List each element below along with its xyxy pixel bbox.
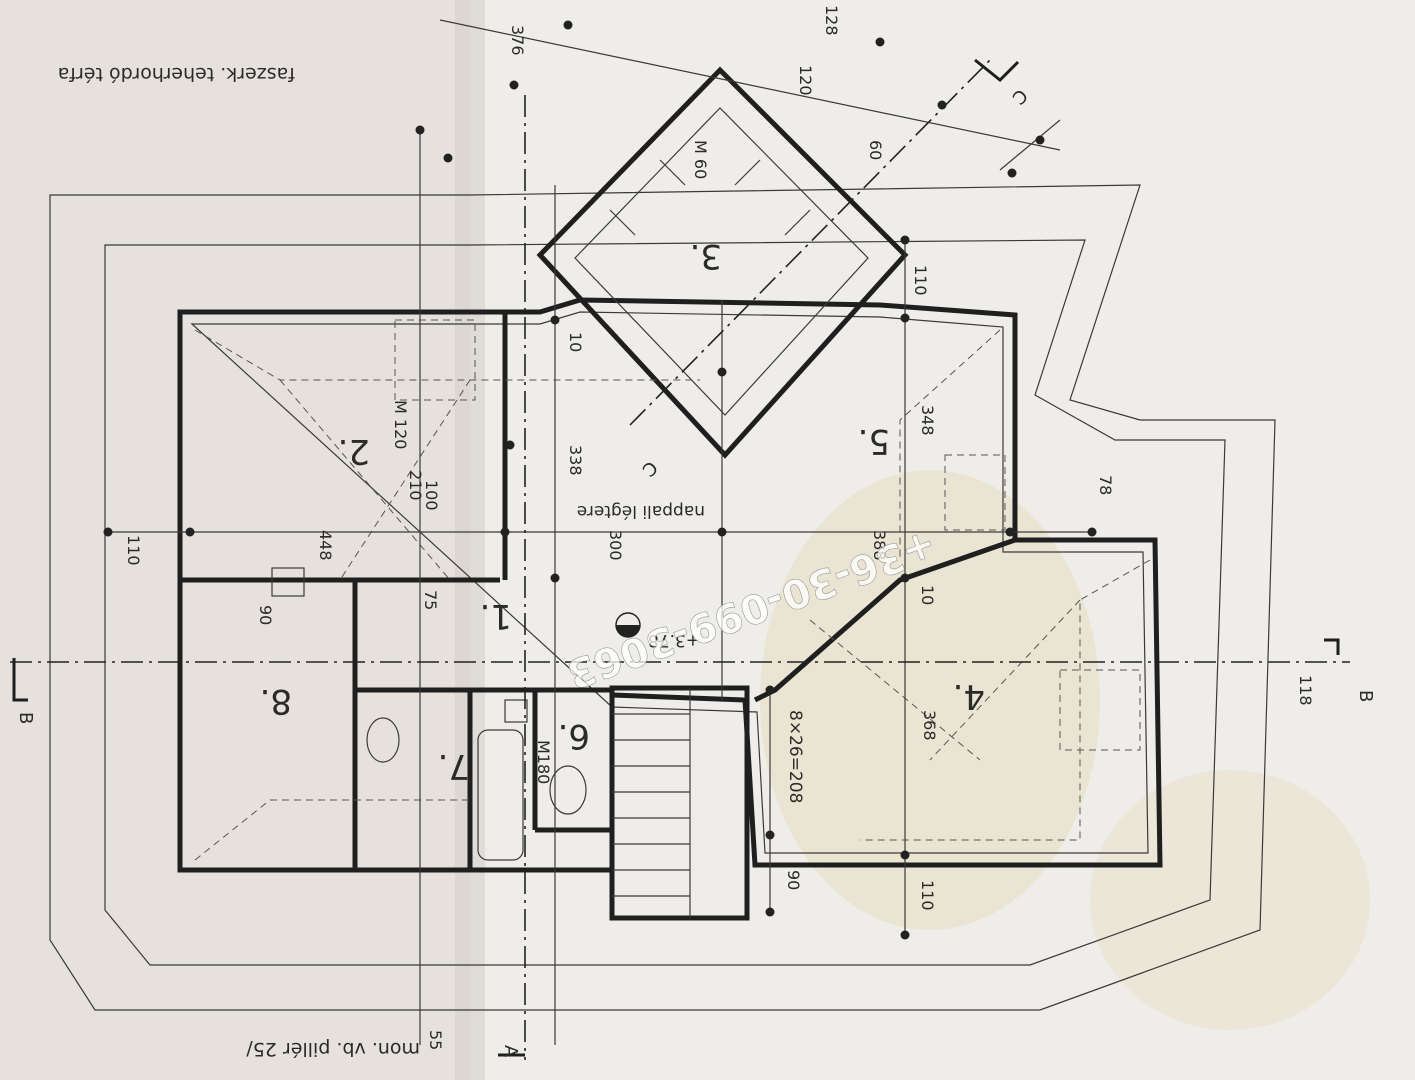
dim-60: 60 [866, 140, 885, 160]
chimney [271, 567, 305, 597]
bathtub [477, 729, 524, 861]
dim-90-bath: 90 [256, 605, 275, 625]
bay-wall-inner [574, 107, 869, 416]
section-mark-b-left: B [15, 712, 36, 724]
wc-bowl [549, 765, 587, 815]
dim-110-left: 110 [124, 535, 143, 566]
dim-128: 128 [822, 5, 841, 36]
room-label-6: 6. [558, 716, 590, 756]
exterior-wall-inner-face [190, 311, 1149, 854]
section-mark-b-right: B [1355, 690, 1376, 702]
section-mark-c-bottom: C [638, 456, 662, 480]
section-mark-c-top: C [1008, 84, 1032, 108]
room-label-3: 3. [690, 236, 722, 276]
room-label-1: 1. [480, 596, 512, 636]
dim-110-bottom: 110 [918, 880, 937, 911]
dim-348: 348 [918, 405, 937, 436]
level-marker-fill [616, 625, 640, 637]
note-structure: faszerk. teherhordó térfa [58, 63, 295, 85]
dim-10-b: 10 [918, 585, 937, 605]
roof-hip-lines [194, 319, 1151, 861]
section-mark-a: A [500, 1045, 521, 1058]
note-pillar: mon. vb. pillér 25/ [246, 1038, 420, 1060]
dim-10-a: 10 [566, 332, 585, 352]
stair-treads [612, 688, 691, 918]
dim-110-bay: 110 [911, 265, 930, 296]
paper-left-panel [0, 0, 470, 1080]
room-label-7: 7. [438, 746, 470, 786]
wall-room4-diagonal [753, 537, 1016, 703]
bay-window-3 [734, 159, 761, 186]
dim-78: 78 [1096, 475, 1115, 495]
dim-368: 368 [920, 710, 939, 741]
note-stairs: 8×26=208 [785, 710, 805, 803]
dim-m120: M 120 [391, 400, 410, 449]
dim-90: 90 [784, 870, 803, 890]
dim-120: 120 [796, 65, 815, 96]
dim-75: 75 [421, 590, 440, 610]
dim-300: 300 [606, 530, 625, 561]
section-b-right-arrow [1324, 638, 1340, 655]
section-line-c [629, 59, 991, 426]
bay-window-2 [659, 159, 686, 186]
dim-m60: M 60 [691, 140, 710, 179]
roof-eaves-inner [104, 239, 1226, 966]
dimension-lines [105, 19, 1095, 1045]
paper-stain-2 [1090, 770, 1370, 1030]
dimension-points [103, 20, 1097, 940]
note-gallery: nappali légtere [577, 501, 705, 521]
stair-well [609, 685, 750, 921]
section-b-left-arrow [12, 658, 28, 702]
note-level: +3.78 [648, 630, 700, 650]
room-label-4: 4. [953, 676, 985, 716]
paper-fold [455, 0, 485, 1080]
bay-window-1 [609, 209, 636, 236]
room-label-8: 8. [260, 681, 292, 721]
paper-stain [760, 470, 1100, 930]
dim-338: 338 [566, 445, 585, 476]
room-label-5: 5. [858, 421, 890, 461]
dim-55: 55 [426, 1030, 445, 1050]
dim-376: 376 [508, 25, 527, 56]
dim-m180: M180 [534, 740, 553, 784]
dim-448: 448 [316, 530, 335, 561]
bay-window-4 [784, 209, 811, 236]
dim-210: 210 [406, 470, 425, 501]
dim-118: 118 [1296, 675, 1315, 706]
washbasin [366, 717, 400, 763]
section-c-arrow [974, 58, 1020, 83]
dim-100: 100 [422, 480, 441, 511]
room-label-2: 2. [338, 431, 370, 471]
shaft [504, 699, 528, 723]
roof-eaves-outer [49, 184, 1276, 1011]
dim-388: 388 [870, 530, 889, 561]
